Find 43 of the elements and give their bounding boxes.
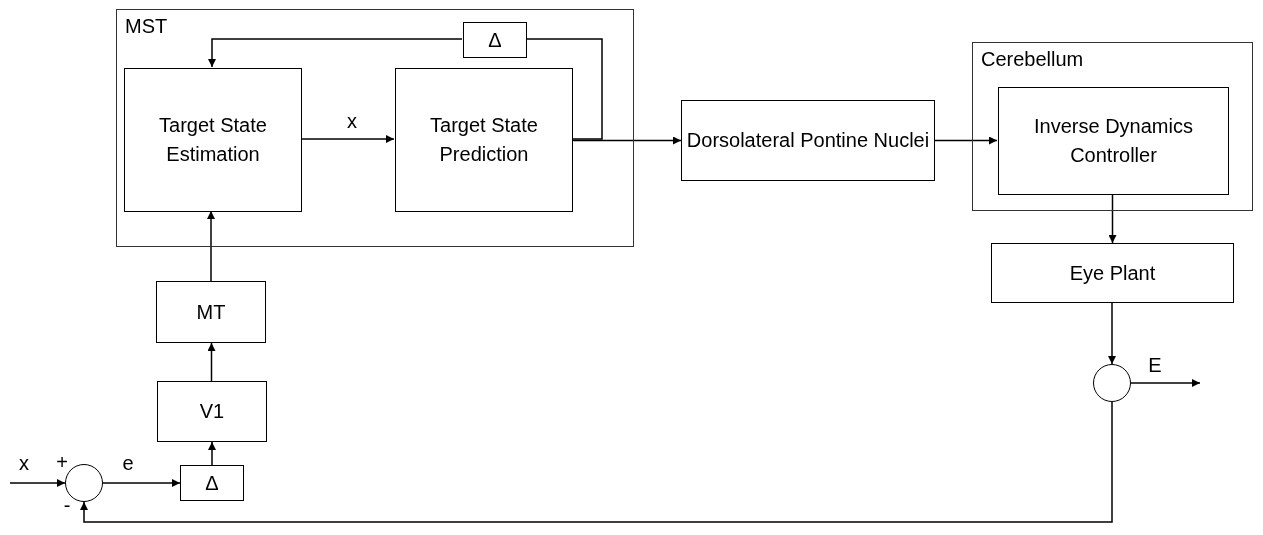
box-label: Inverse Dynamics Controller	[1033, 114, 1194, 168]
process-box	[156, 281, 266, 343]
process-box	[180, 465, 244, 501]
region-title: MST	[125, 14, 168, 38]
arrow	[300, 135, 395, 143]
sign-label: -	[63, 493, 71, 517]
arrow	[207, 342, 216, 382]
box-label: Δ	[205, 470, 219, 496]
arrow	[9, 479, 66, 487]
edge-label: x	[19, 451, 29, 475]
edge-label: E	[1148, 353, 1162, 377]
process-box	[998, 87, 1229, 195]
box-label: Δ	[488, 27, 502, 53]
process-box	[124, 68, 302, 212]
edge-label: e	[122, 451, 134, 475]
process-box	[463, 22, 527, 58]
arrow	[208, 441, 216, 466]
region-frame	[116, 9, 634, 247]
box-label: Target State Estimation	[158, 113, 268, 167]
arrow	[1108, 193, 1117, 244]
arrow	[1108, 302, 1116, 365]
arrow	[208, 38, 463, 68]
box-label: V1	[199, 399, 225, 424]
summing-junction	[65, 464, 103, 502]
region-title: Cerebellum	[981, 47, 1084, 71]
region-frame	[972, 42, 1253, 211]
arrow	[102, 479, 181, 487]
arrow	[934, 136, 998, 145]
box-label: Dorsolateral Pontine Nuclei	[686, 128, 930, 153]
arrow	[571, 136, 682, 145]
arrow	[207, 210, 215, 282]
edge-label: x	[347, 109, 357, 133]
box-label: Eye Plant	[1069, 260, 1156, 286]
summing-junction	[1093, 364, 1131, 402]
arrow	[1130, 379, 1201, 387]
process-box	[395, 68, 573, 212]
box-label: MT	[196, 299, 226, 325]
sign-label: +	[56, 450, 68, 474]
process-box	[157, 381, 267, 442]
arrow	[80, 401, 1113, 523]
process-box	[681, 100, 935, 181]
process-box	[991, 243, 1234, 303]
box-label: Target State Prediction	[429, 113, 539, 167]
